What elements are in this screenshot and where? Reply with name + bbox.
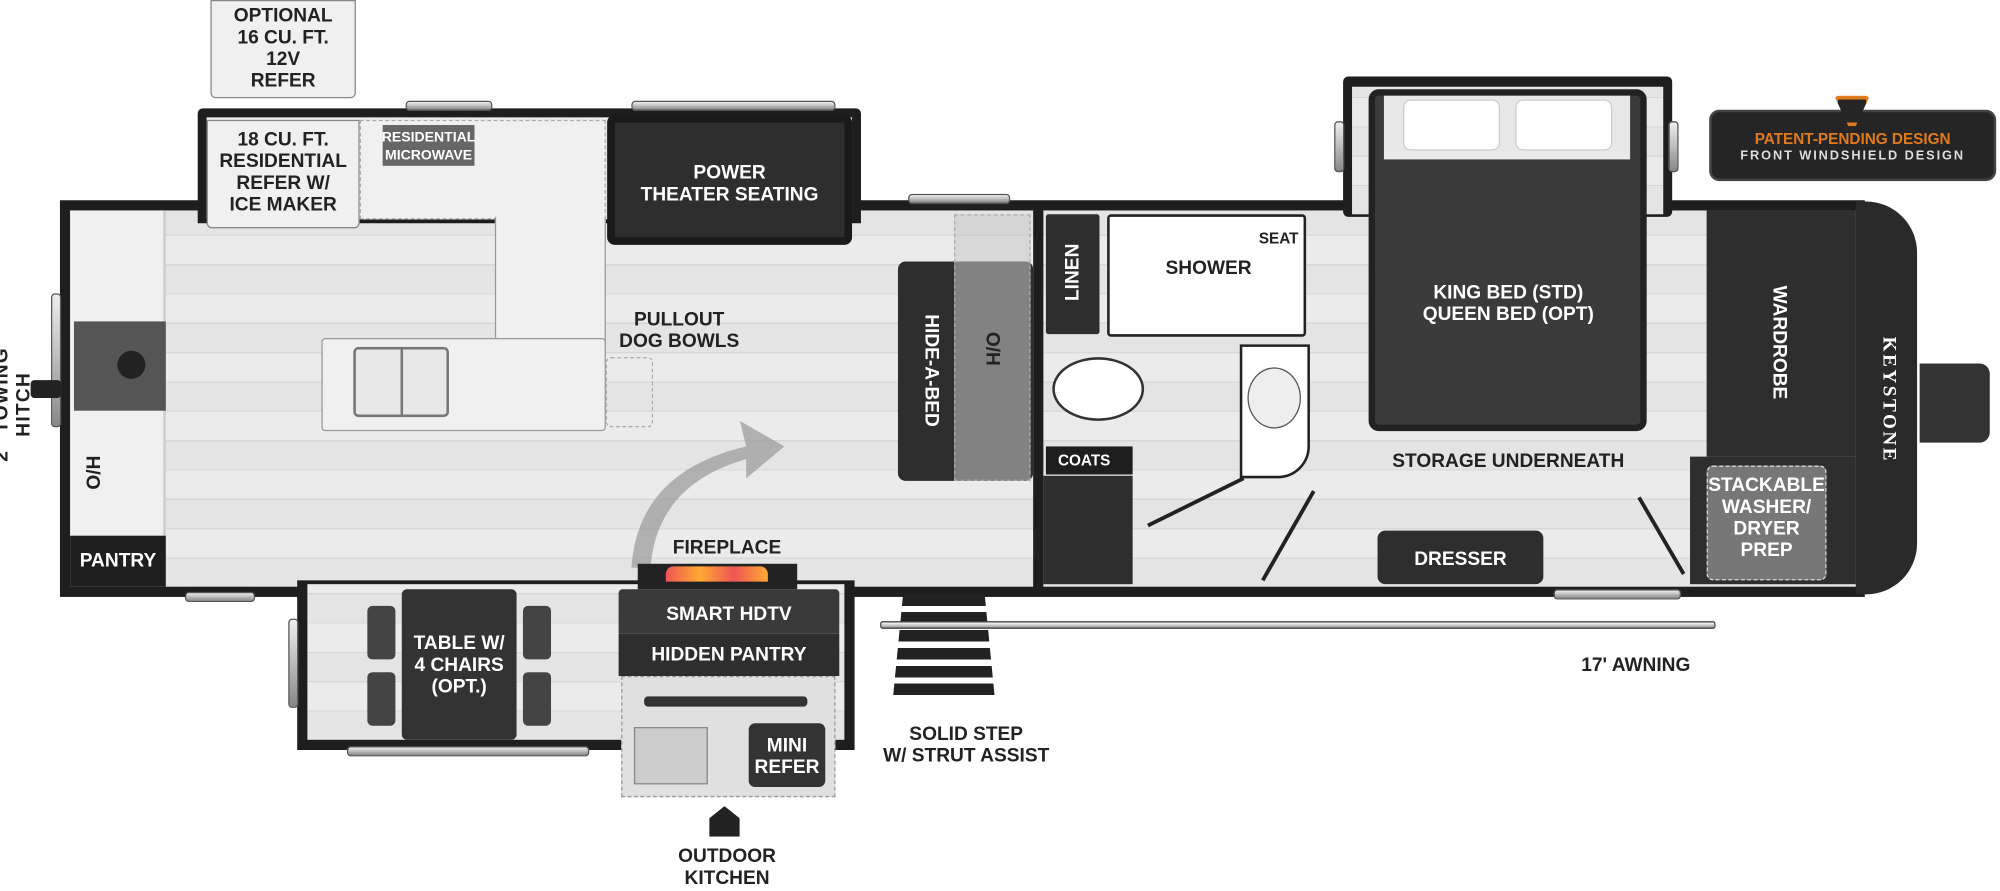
awning-label: 17' AWNING — [1581, 654, 1691, 677]
outdoor-kitchen-marker-icon — [709, 806, 740, 837]
closet — [1043, 475, 1133, 585]
wardrobe-label: WARDROBE — [1768, 285, 1791, 400]
shower — [1107, 214, 1307, 337]
dog-bowls-label: PULLOUT DOG BOWLS — [619, 308, 740, 353]
step-label: SOLID STEP W/ STRUT ASSIST — [883, 723, 1050, 767]
dresser — [1377, 530, 1544, 585]
sink-basin-icon — [1247, 367, 1302, 429]
overhead-cabinet — [954, 214, 1031, 481]
wardrobe — [1706, 210, 1856, 457]
chair-icon — [367, 605, 396, 660]
burner-icon — [117, 350, 146, 379]
smart-hdtv — [618, 589, 840, 634]
window — [631, 100, 836, 111]
front-cap — [1855, 201, 1918, 595]
hitch-icon — [30, 380, 62, 398]
washer-label: STACKABLE WASHER/ DRYER PREP — [1708, 474, 1825, 562]
cooktop-icon — [633, 727, 708, 785]
optional-refer-label: OPTIONAL 16 CU. FT. 12V REFER — [233, 5, 333, 92]
window — [288, 618, 299, 708]
window — [1668, 121, 1679, 173]
linen-label: LINEN — [1061, 243, 1084, 302]
towing-hitch-label: 2" TOWING HITCH — [0, 346, 35, 462]
mini-refer-label: MINI REFER — [754, 734, 820, 779]
griddle-handle-icon — [644, 696, 808, 707]
window — [51, 293, 62, 428]
badge-line2: FRONT WINDSHIELD DESIGN — [1740, 149, 1966, 164]
theater-seating — [607, 114, 853, 245]
hide-a-bed-label: HIDE-A-BED — [920, 314, 942, 427]
hidden-pantry-label: HIDDEN PANTRY — [651, 644, 807, 666]
storage-label: STORAGE UNDERNEATH — [1392, 450, 1625, 472]
dining-table — [401, 589, 517, 740]
dog-bowls[interactable] — [605, 357, 654, 428]
window — [346, 746, 590, 757]
shower-label: SHOWER — [1165, 257, 1252, 280]
pantry — [70, 535, 166, 587]
residential-refer — [206, 119, 360, 229]
theater-seating-label: POWER THEATER SEATING — [640, 161, 819, 206]
linen-closet — [1045, 214, 1100, 335]
pillow-icon — [1515, 99, 1613, 151]
hidden-pantry[interactable] — [618, 633, 840, 677]
oh-label: O/H — [981, 331, 1004, 366]
outdoor-kitchen-label: OUTDOOR KITCHEN — [678, 845, 776, 890]
chair-icon — [522, 672, 552, 726]
window — [908, 193, 1011, 205]
left-oh-label: O/H — [83, 455, 106, 490]
slide-arrow-icon — [631, 420, 785, 568]
entry-step — [892, 594, 995, 699]
window — [1334, 121, 1345, 173]
sink-divider — [400, 346, 404, 418]
fire-icon — [665, 566, 768, 582]
badge-line1: PATENT-PENDING DESIGN — [1754, 130, 1951, 148]
microwave — [382, 124, 475, 166]
door-swing-lines — [1147, 476, 1686, 582]
seat-label: SEAT — [1258, 229, 1299, 248]
table-label: TABLE W/ 4 CHAIRS (OPT.) — [413, 632, 505, 698]
mini-refer — [748, 723, 826, 787]
window — [405, 100, 493, 111]
residential-refer-label: 18 CU. FT. RESIDENTIAL REFER W/ ICE MAKE… — [219, 128, 347, 216]
coats-label: COATS — [1057, 451, 1111, 470]
pantry-label: PANTRY — [79, 549, 157, 572]
bed-label: KING BED (STD) QUEEN BED (OPT) — [1422, 281, 1594, 326]
washer-dryer-prep — [1706, 465, 1827, 581]
coats-closet — [1045, 446, 1133, 475]
fireplace-label: FIREPLACE — [672, 536, 782, 559]
brand-logo: KEYSTONE — [1878, 336, 1899, 464]
microwave-label: RESIDENTIAL MICROWAVE — [381, 130, 476, 164]
pillow-icon — [1403, 99, 1500, 151]
chair-icon — [367, 672, 396, 726]
partition-wall — [1033, 210, 1044, 591]
island-arm — [494, 216, 606, 345]
toilet-icon — [1052, 357, 1145, 421]
dresser-label: DRESSER — [1414, 548, 1507, 571]
window — [1553, 589, 1682, 600]
tv-label: SMART HDTV — [666, 603, 792, 625]
window — [184, 591, 256, 603]
optional-refer — [210, 0, 356, 99]
chair-icon — [522, 605, 552, 660]
awning — [880, 621, 1716, 629]
pin-box — [1919, 363, 1990, 443]
